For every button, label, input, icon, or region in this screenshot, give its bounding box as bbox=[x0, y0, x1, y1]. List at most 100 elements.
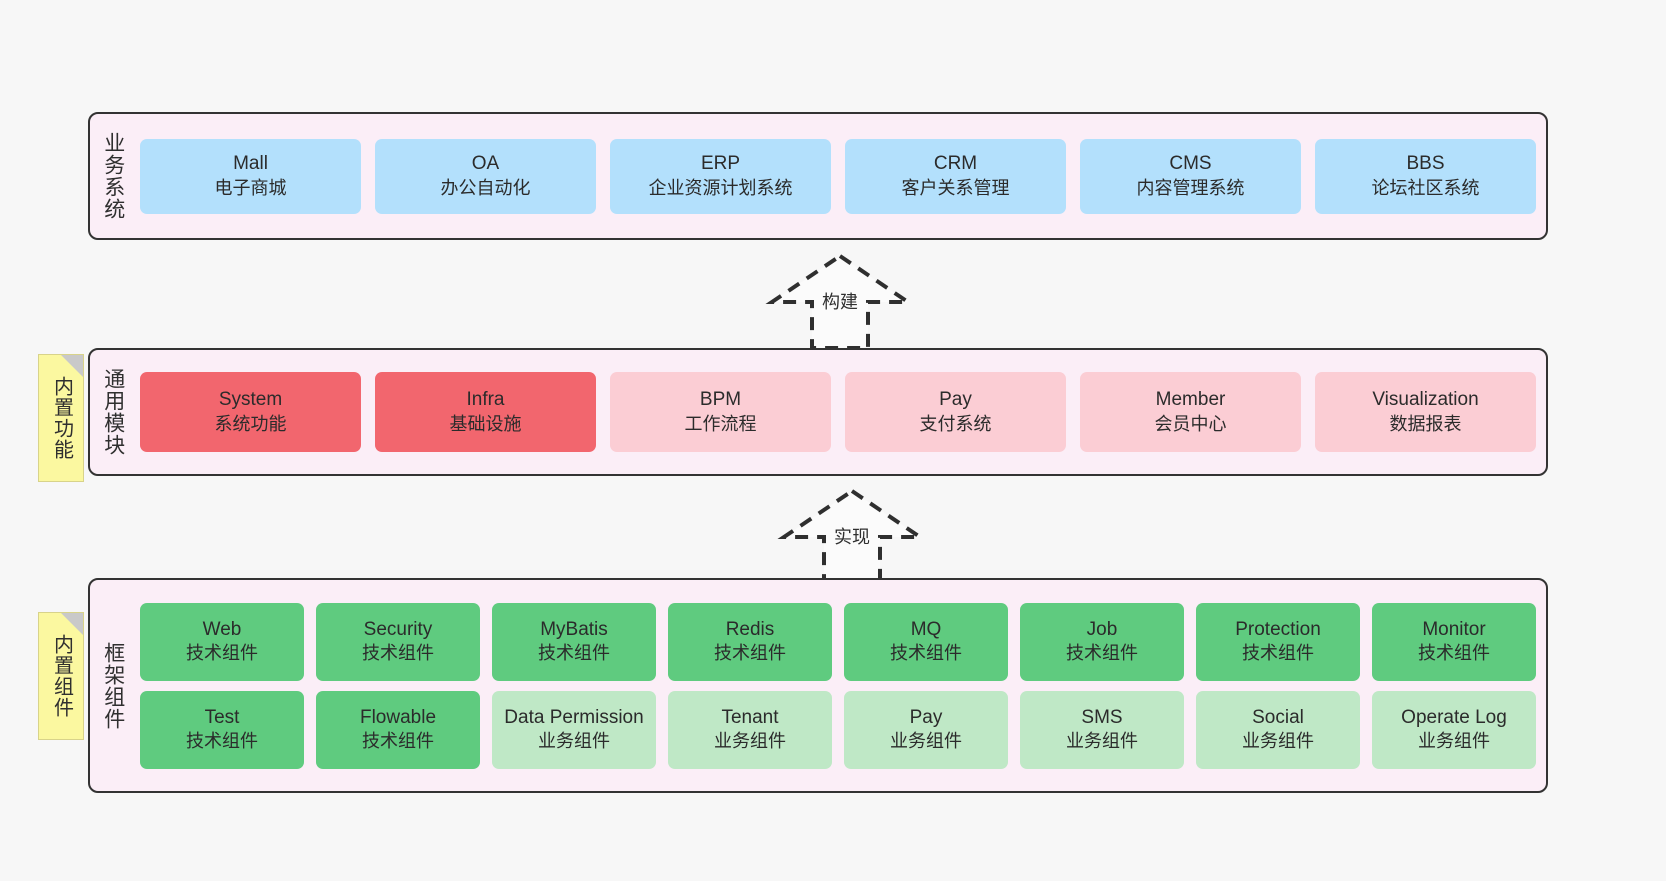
card-oa[interactable]: OA 办公自动化 bbox=[375, 138, 596, 214]
layer-title-business: 业务系统 bbox=[101, 132, 125, 220]
card-crm-en: CRM bbox=[933, 153, 978, 175]
card-erp-cn: 企业资源计划系统 bbox=[648, 177, 793, 198]
arrow-build: 构建 bbox=[760, 252, 920, 350]
card-cms[interactable]: CMS 内容管理系统 bbox=[1080, 138, 1301, 214]
card-infra[interactable]: Infra 基础设施 bbox=[375, 372, 596, 452]
card-system-cn: 系统功能 bbox=[214, 413, 287, 434]
card-crm-cn: 客户关系管理 bbox=[901, 177, 1010, 198]
note-builtin-features: 内置功能 bbox=[38, 354, 84, 482]
card-flowable-en: Flowable bbox=[359, 706, 437, 728]
card-protection-en: Protection bbox=[1235, 618, 1321, 640]
card-monitor-en: Monitor bbox=[1422, 618, 1486, 640]
card-web-cn: 技术组件 bbox=[186, 643, 258, 664]
layer-title-framework: 框架组件 bbox=[101, 641, 125, 730]
card-mq[interactable]: MQ 技术组件 bbox=[844, 602, 1008, 681]
card-data-permission-cn: 业务组件 bbox=[538, 731, 610, 752]
card-flowable[interactable]: Flowable 技术组件 bbox=[316, 690, 480, 769]
card-web[interactable]: Web 技术组件 bbox=[140, 602, 304, 681]
card-web-en: Web bbox=[202, 618, 242, 640]
note-builtin-components: 内置组件 bbox=[38, 612, 84, 740]
card-sms-cn: 业务组件 bbox=[1066, 731, 1138, 752]
card-erp[interactable]: ERP 企业资源计划系统 bbox=[610, 138, 831, 214]
card-flowable-cn: 技术组件 bbox=[362, 731, 434, 752]
card-member[interactable]: Member 会员中心 bbox=[1080, 372, 1301, 452]
card-infra-cn: 基础设施 bbox=[449, 413, 522, 434]
card-mybatis[interactable]: MyBatis 技术组件 bbox=[492, 602, 656, 681]
card-visualization-cn: 数据报表 bbox=[1389, 413, 1462, 434]
arrow-implement: 实现 bbox=[772, 487, 932, 585]
card-bpm[interactable]: BPM 工作流程 bbox=[610, 372, 831, 452]
note-fold-corner-icon bbox=[61, 355, 83, 377]
card-security-en: Security bbox=[363, 618, 433, 640]
framework-row-business: Test 技术组件 Flowable 技术组件 Data Permission … bbox=[140, 690, 1536, 769]
card-monitor[interactable]: Monitor 技术组件 bbox=[1372, 602, 1536, 681]
card-tenant-cn: 业务组件 bbox=[714, 731, 786, 752]
card-redis[interactable]: Redis 技术组件 bbox=[668, 602, 832, 681]
card-operate-log-en: Operate Log bbox=[1401, 706, 1507, 728]
card-test[interactable]: Test 技术组件 bbox=[140, 690, 304, 769]
card-visualization-en: Visualization bbox=[1372, 389, 1479, 411]
card-bbs-cn: 论坛社区系统 bbox=[1371, 177, 1480, 198]
card-system-en: System bbox=[218, 389, 283, 411]
card-pay-component[interactable]: Pay 业务组件 bbox=[844, 690, 1008, 769]
card-oa-cn: 办公自动化 bbox=[440, 177, 531, 198]
card-job[interactable]: Job 技术组件 bbox=[1020, 602, 1184, 681]
card-bbs-en: BBS bbox=[1406, 153, 1445, 175]
card-cms-en: CMS bbox=[1169, 153, 1212, 175]
card-bpm-en: BPM bbox=[699, 389, 742, 411]
layer-common-modules: 通用模块 System 系统功能 Infra 基础设施 BPM 工作流程 Pay… bbox=[88, 348, 1548, 476]
card-social[interactable]: Social 业务组件 bbox=[1196, 690, 1360, 769]
card-security-cn: 技术组件 bbox=[362, 643, 434, 664]
note-fold-corner-icon bbox=[61, 613, 83, 635]
card-crm[interactable]: CRM 客户关系管理 bbox=[845, 138, 1066, 214]
card-pay-module-cn: 支付系统 bbox=[919, 413, 992, 434]
card-operate-log-cn: 业务组件 bbox=[1418, 731, 1490, 752]
card-redis-en: Redis bbox=[725, 618, 775, 640]
card-pay-module[interactable]: Pay 支付系统 bbox=[845, 372, 1066, 452]
layer-body-business: Mall 电子商城 OA 办公自动化 ERP 企业资源计划系统 CRM 客户关系… bbox=[136, 114, 1546, 238]
card-data-permission[interactable]: Data Permission 业务组件 bbox=[492, 690, 656, 769]
note-builtin-features-label: 内置功能 bbox=[50, 376, 73, 460]
card-protection[interactable]: Protection 技术组件 bbox=[1196, 602, 1360, 681]
layer-body-modules: System 系统功能 Infra 基础设施 BPM 工作流程 Pay 支付系统… bbox=[136, 350, 1546, 474]
card-mall[interactable]: Mall 电子商城 bbox=[140, 138, 361, 214]
card-pay-component-en: Pay bbox=[909, 706, 943, 728]
card-mall-en: Mall bbox=[233, 153, 268, 175]
layer-business-systems: 业务系统 Mall 电子商城 OA 办公自动化 ERP 企业资源计划系统 CRM… bbox=[88, 112, 1548, 240]
layer-title-modules: 通用模块 bbox=[101, 368, 125, 456]
card-redis-cn: 技术组件 bbox=[714, 643, 786, 664]
card-job-cn: 技术组件 bbox=[1066, 643, 1138, 664]
card-bbs[interactable]: BBS 论坛社区系统 bbox=[1315, 138, 1536, 214]
layer-framework-components: 框架组件 Web 技术组件 Security 技术组件 MyBatis 技术组件… bbox=[88, 578, 1548, 793]
card-job-en: Job bbox=[1086, 618, 1118, 640]
card-mybatis-cn: 技术组件 bbox=[538, 643, 610, 664]
card-sms[interactable]: SMS 业务组件 bbox=[1020, 690, 1184, 769]
card-tenant-en: Tenant bbox=[721, 706, 779, 728]
note-builtin-components-label: 内置组件 bbox=[50, 634, 73, 718]
card-tenant[interactable]: Tenant 业务组件 bbox=[668, 690, 832, 769]
card-mall-cn: 电子商城 bbox=[214, 177, 287, 198]
card-data-permission-en: Data Permission bbox=[504, 706, 644, 728]
card-social-cn: 业务组件 bbox=[1242, 731, 1314, 752]
card-infra-en: Infra bbox=[466, 389, 505, 411]
framework-row-technical: Web 技术组件 Security 技术组件 MyBatis 技术组件 Redi… bbox=[140, 602, 1536, 681]
card-sms-en: SMS bbox=[1081, 706, 1123, 728]
layer-body-framework: Web 技术组件 Security 技术组件 MyBatis 技术组件 Redi… bbox=[136, 580, 1546, 791]
card-mq-en: MQ bbox=[910, 618, 942, 640]
card-member-en: Member bbox=[1155, 389, 1226, 411]
card-monitor-cn: 技术组件 bbox=[1418, 643, 1490, 664]
card-erp-en: ERP bbox=[700, 153, 741, 175]
card-pay-module-en: Pay bbox=[939, 389, 972, 411]
card-system[interactable]: System 系统功能 bbox=[140, 372, 361, 452]
card-oa-en: OA bbox=[471, 153, 500, 175]
arrow-build-icon bbox=[765, 253, 915, 350]
card-member-cn: 会员中心 bbox=[1154, 413, 1227, 434]
card-visualization[interactable]: Visualization 数据报表 bbox=[1315, 372, 1536, 452]
card-mq-cn: 技术组件 bbox=[890, 643, 962, 664]
card-security[interactable]: Security 技术组件 bbox=[316, 602, 480, 681]
arrow-implement-icon bbox=[777, 488, 927, 585]
card-operate-log[interactable]: Operate Log 业务组件 bbox=[1372, 690, 1536, 769]
card-protection-cn: 技术组件 bbox=[1242, 643, 1314, 664]
card-social-en: Social bbox=[1252, 706, 1304, 728]
card-test-cn: 技术组件 bbox=[186, 731, 258, 752]
